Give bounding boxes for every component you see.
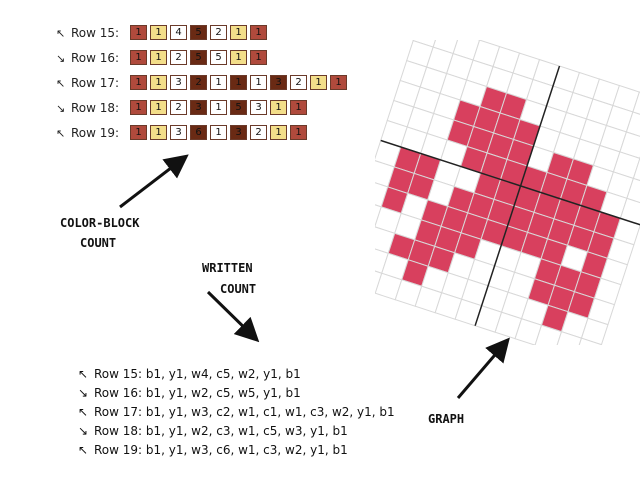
color-block: 1 <box>270 125 287 140</box>
color-block: 1 <box>230 75 247 90</box>
written-caption-line1: WRITTEN <box>202 261 253 275</box>
row-label-text: Row 18: <box>71 101 120 115</box>
graph-center-line <box>380 139 640 226</box>
color-block: 1 <box>210 100 227 115</box>
row-label-text: Row 16: <box>71 51 120 65</box>
row-label-text: Row 19: <box>71 126 120 140</box>
written-row-text: Row 18: b1, y1, w2, c3, w1, c5, w3, y1, … <box>94 424 348 438</box>
color-block-row-label: ↖ Row 17: <box>56 76 119 90</box>
color-block: 1 <box>290 100 307 115</box>
direction-arrow-icon: ↖ <box>78 443 89 457</box>
color-block-caption-line1: COLOR-BLOCK <box>60 216 140 230</box>
written-row: ↘ Row 18: b1, y1, w2, c3, w1, c5, w3, y1,… <box>78 424 348 438</box>
color-block: 1 <box>150 50 167 65</box>
color-block-row-label: ↖ Row 15: <box>56 26 119 40</box>
color-block: 1 <box>250 50 267 65</box>
row-label-text: Row 17: <box>71 76 120 90</box>
color-block: 4 <box>170 25 187 40</box>
color-block-row-label: ↘ Row 18: <box>56 101 119 115</box>
color-block: 1 <box>130 100 147 115</box>
color-block: 1 <box>270 100 287 115</box>
color-block: 2 <box>250 125 267 140</box>
color-block: 6 <box>190 125 207 140</box>
color-block: 3 <box>270 75 287 90</box>
color-block: 1 <box>150 25 167 40</box>
written-row-text: Row 15: b1, y1, w4, c5, w2, y1, b1 <box>94 367 301 381</box>
color-block: 1 <box>210 75 227 90</box>
color-block-row-label: ↖ Row 19: <box>56 126 119 140</box>
written-row: ↖ Row 17: b1, y1, w3, c2, w1, c1, w1, c3,… <box>78 405 395 419</box>
written-row-text: Row 17: b1, y1, w3, c2, w1, c1, w1, c3, … <box>94 405 395 419</box>
color-block: 1 <box>230 50 247 65</box>
direction-arrow-icon: ↘ <box>56 102 66 115</box>
color-block: 3 <box>250 100 267 115</box>
color-block: 5 <box>190 25 207 40</box>
color-block: 1 <box>150 100 167 115</box>
direction-arrow-icon: ↘ <box>78 424 89 438</box>
color-block: 1 <box>130 125 147 140</box>
direction-arrow-icon: ↖ <box>78 367 89 381</box>
graph-arrow <box>456 337 510 399</box>
direction-arrow-icon: ↘ <box>56 52 66 65</box>
direction-arrow-icon: ↖ <box>56 77 66 90</box>
color-block: 2 <box>190 75 207 90</box>
color-block: 2 <box>210 25 227 40</box>
written-row: ↖ Row 15: b1, y1, w4, c5, w2, y1, b1 <box>78 367 301 381</box>
color-block: 1 <box>230 25 247 40</box>
color-block: 3 <box>190 100 207 115</box>
direction-arrow-icon: ↖ <box>78 405 89 419</box>
color-block: 1 <box>130 50 147 65</box>
written-arrow <box>206 290 260 343</box>
color-block-arrow <box>119 154 189 209</box>
written-caption-line2: COUNT <box>220 282 257 296</box>
color-block: 1 <box>310 75 327 90</box>
color-block: 5 <box>210 50 227 65</box>
written-row-text: Row 19: b1, y1, w3, c6, w1, c3, w2, y1, … <box>94 443 348 457</box>
color-block: 5 <box>190 50 207 65</box>
graph-empty-cell <box>632 157 640 186</box>
color-block: 3 <box>170 125 187 140</box>
color-block: 2 <box>170 50 187 65</box>
row-label-text: Row 15: <box>71 26 120 40</box>
direction-arrow-icon: ↖ <box>56 127 66 140</box>
color-block: 1 <box>290 125 307 140</box>
color-block: 1 <box>130 75 147 90</box>
color-block-caption-line2: COUNT <box>80 236 117 250</box>
color-block: 1 <box>150 75 167 90</box>
color-block: 1 <box>330 75 347 90</box>
color-block: 1 <box>150 125 167 140</box>
written-row: ↘ Row 16: b1, y1, w2, c5, w5, y1, b1 <box>78 386 301 400</box>
written-row: ↖ Row 19: b1, y1, w3, c6, w1, c3, w2, y1,… <box>78 443 348 457</box>
direction-arrow-icon: ↖ <box>56 27 66 40</box>
graph-empty-cell <box>574 337 603 345</box>
color-block: 5 <box>230 100 247 115</box>
written-row-text: Row 16: b1, y1, w2, c5, w5, y1, b1 <box>94 386 301 400</box>
pattern-graph <box>375 40 640 345</box>
color-block: 1 <box>250 75 267 90</box>
color-block: 1 <box>250 25 267 40</box>
color-block: 3 <box>170 75 187 90</box>
color-block: 1 <box>130 25 147 40</box>
graph-empty-cell <box>554 331 583 345</box>
graph-center-line <box>474 65 561 326</box>
direction-arrow-icon: ↘ <box>78 386 89 400</box>
color-block-row-label: ↘ Row 16: <box>56 51 119 65</box>
color-block: 2 <box>170 100 187 115</box>
graph-caption: GRAPH <box>428 412 465 426</box>
color-block: 2 <box>290 75 307 90</box>
color-block: 1 <box>210 125 227 140</box>
color-block: 3 <box>230 125 247 140</box>
